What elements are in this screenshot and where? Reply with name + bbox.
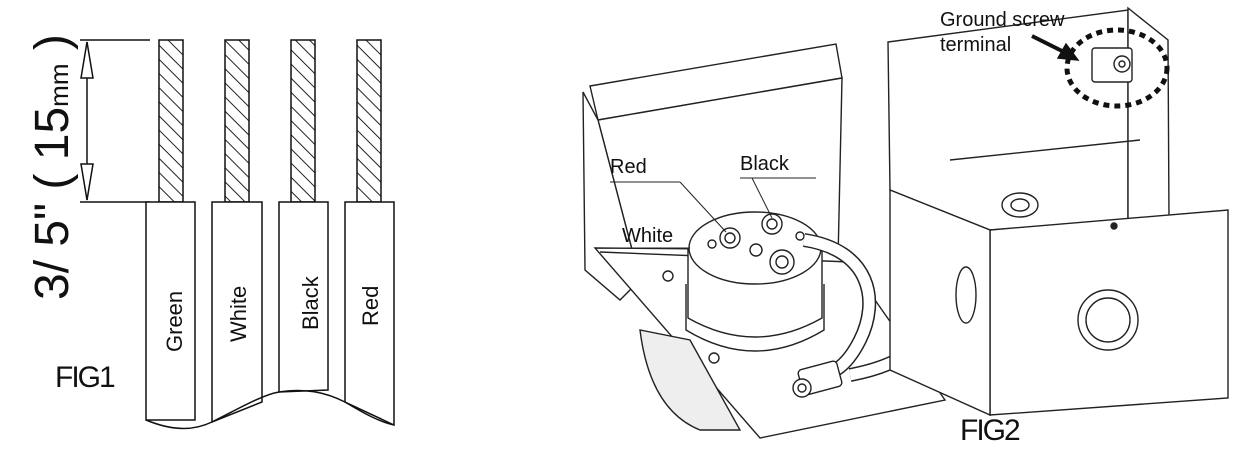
fig2-box-assembly-diagram: [582, 6, 1229, 439]
wire-green: [145, 39, 196, 421]
callout-ground-screw-line1: Ground screw: [940, 9, 1065, 31]
fig2-caption: FIG2: [960, 414, 1020, 447]
label-red-terminal: Red: [610, 156, 647, 178]
fig1-wire-strip-diagram: 3/ 5" ( 15mm ): [26, 34, 395, 430]
fig1-caption: FIG1: [55, 361, 115, 394]
meter-base: [639, 211, 825, 431]
cable-connector: [792, 360, 843, 398]
wire-white: [211, 39, 263, 424]
label-white-terminal: White: [622, 225, 673, 247]
wire-label-black: Black: [298, 275, 323, 330]
wire-red: [344, 39, 395, 427]
wire-label-green: Green: [162, 291, 187, 352]
terminal-leader-lines: [610, 177, 816, 249]
label-black-terminal: Black: [740, 153, 790, 175]
dimension-marker: [80, 39, 150, 203]
cut-line: [145, 389, 395, 430]
junction-box: [887, 6, 1229, 417]
callout-ground-screw-line2: terminal: [940, 34, 1011, 56]
strip-length-measurement: 3/ 5" ( 15mm ): [26, 34, 79, 300]
wire-label-white: White: [226, 286, 251, 342]
ground-screw-terminal: [1064, 27, 1170, 109]
wire-black: [278, 39, 329, 393]
wire-label-red: Red: [358, 286, 383, 326]
fig2-labels: Ground screw terminal Red Black White FI…: [610, 9, 1065, 447]
callout-arrow: [1031, 34, 1080, 61]
